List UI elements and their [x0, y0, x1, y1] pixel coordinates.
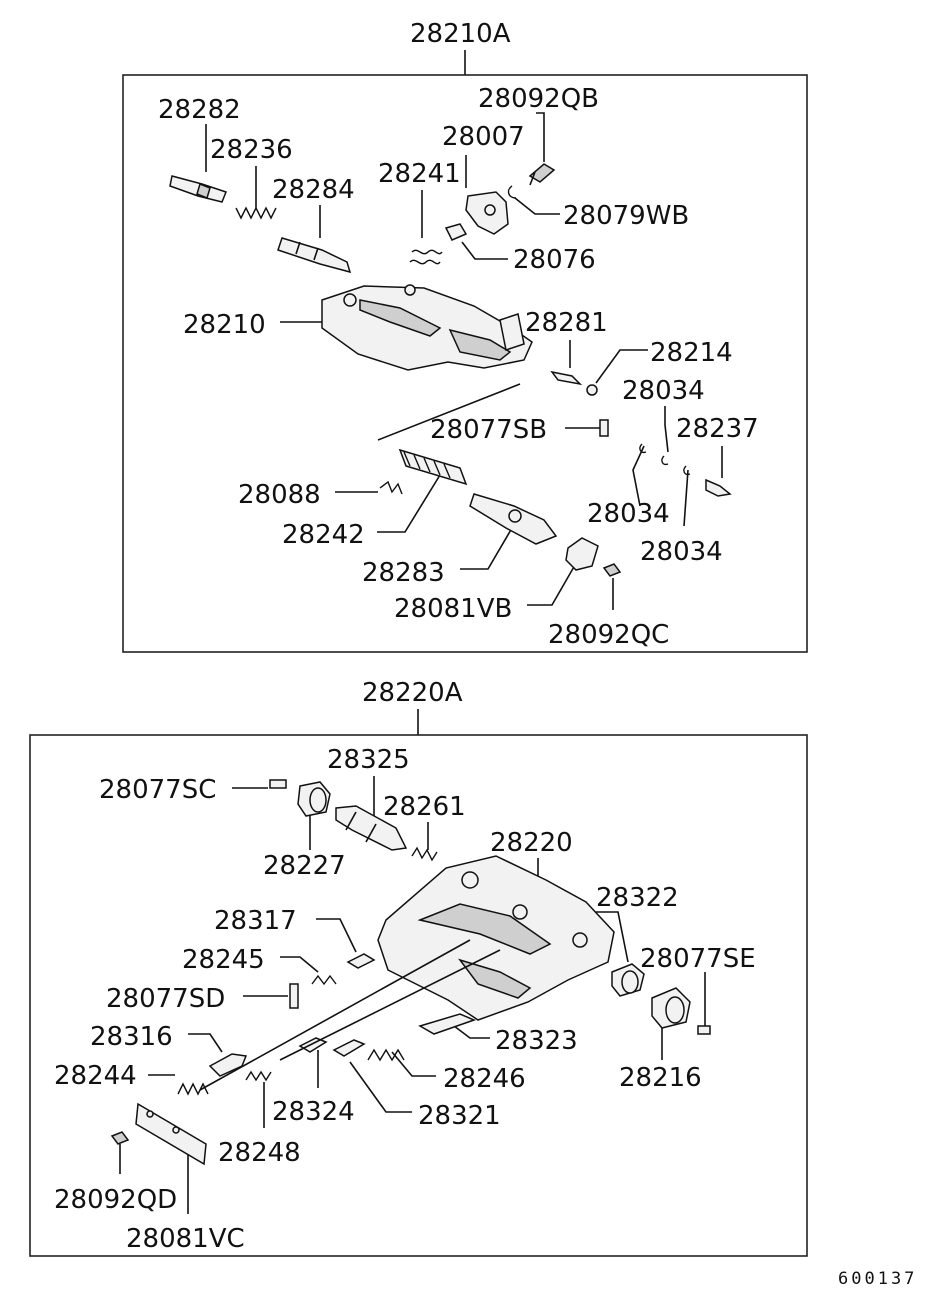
part-label-28246[interactable]: 28246: [443, 1064, 526, 1094]
part-28077sd-pin: [289, 983, 299, 1009]
part-label-28321[interactable]: 28321: [418, 1101, 501, 1131]
part-label-28316[interactable]: 28316: [90, 1022, 173, 1052]
part-label-28077sc[interactable]: 28077SC: [99, 775, 216, 805]
part-label-28216[interactable]: 28216: [619, 1063, 702, 1093]
part-28325-valve: [335, 805, 408, 851]
assembly-label-28220a[interactable]: 28220A: [362, 678, 463, 708]
part-label-28034-bottom[interactable]: 28034: [640, 537, 723, 567]
part-28317-plug: [346, 953, 376, 969]
part-28322-sleeve: [611, 963, 645, 997]
part-28077se-pin: [697, 1025, 711, 1035]
part-label-28324[interactable]: 28324: [272, 1097, 355, 1127]
part-28081vb-cover: [565, 537, 599, 571]
part-label-28210[interactable]: 28210: [183, 310, 266, 340]
part-28220-valve-body: [377, 855, 615, 1021]
part-28244-spring: [177, 1082, 209, 1096]
part-label-28079wb[interactable]: 28079WB: [563, 201, 689, 231]
leader-lines-group1: [205, 112, 723, 610]
part-28092qd-bolt: [110, 1131, 130, 1145]
part-label-28283[interactable]: 28283: [362, 558, 445, 588]
part-label-28282[interactable]: 28282: [158, 95, 241, 125]
part-28241-spring: [409, 249, 443, 265]
part-28214-ball: [586, 384, 598, 396]
part-label-28214[interactable]: 28214: [650, 338, 733, 368]
part-28282-plug: [169, 175, 227, 203]
assembly-frame-28220a: [29, 734, 808, 1257]
part-28216-sleeve: [651, 987, 691, 1029]
part-label-28322[interactable]: 28322: [596, 883, 679, 913]
part-28007-plate: [465, 191, 509, 235]
part-label-28081vb[interactable]: 28081VB: [394, 594, 512, 624]
part-28242-spring: [398, 448, 468, 486]
part-label-28241[interactable]: 28241: [378, 159, 461, 189]
part-label-28034-mid[interactable]: 28034: [587, 499, 670, 529]
part-label-28242[interactable]: 28242: [282, 520, 365, 550]
part-label-28077se[interactable]: 28077SE: [640, 944, 756, 974]
part-label-28248[interactable]: 28248: [218, 1138, 301, 1168]
part-label-28284[interactable]: 28284: [272, 175, 355, 205]
part-28092qb-bolt: [528, 163, 556, 186]
part-28245-spring: [311, 974, 337, 986]
part-28248-spring: [245, 1070, 272, 1082]
part-label-28220[interactable]: 28220: [490, 828, 573, 858]
part-label-28077sd[interactable]: 28077SD: [106, 984, 225, 1014]
part-label-28317[interactable]: 28317: [214, 906, 297, 936]
part-28323-valve: [418, 1013, 477, 1035]
part-label-28081vc[interactable]: 28081VC: [126, 1224, 245, 1254]
part-28077sc-pin: [269, 779, 287, 789]
part-28092qc-bolt: [602, 563, 622, 577]
part-label-28244[interactable]: 28244: [54, 1061, 137, 1091]
part-28210-valve-body: [321, 284, 533, 371]
part-label-28007[interactable]: 28007: [442, 122, 525, 152]
part-28237-bracket: [705, 478, 732, 497]
part-label-28034-top[interactable]: 28034: [622, 376, 705, 406]
part-label-28092qd[interactable]: 28092QD: [54, 1185, 177, 1215]
assembly-axis-line: [199, 939, 471, 1091]
part-28076-cap: [444, 223, 468, 241]
part-label-28261[interactable]: 28261: [383, 792, 466, 822]
part-28261-spring: [411, 846, 438, 862]
part-28236-spring: [235, 206, 277, 220]
assembly-frame-28210a: [122, 74, 808, 653]
part-label-28325[interactable]: 28325: [327, 745, 410, 775]
leader-lines-group2: [119, 776, 706, 1214]
part-28284-valve: [277, 237, 352, 274]
part-label-28077sb[interactable]: 28077SB: [430, 415, 547, 445]
part-label-28092qc[interactable]: 28092QC: [548, 620, 669, 650]
part-label-28281[interactable]: 28281: [525, 308, 608, 338]
part-28316-plug: [208, 1053, 248, 1077]
assembly-group-28210a: 28210A 28282 28236 28284 28241 28007 280…: [122, 19, 808, 653]
part-28227-sleeve: [297, 781, 331, 817]
part-label-28076[interactable]: 28076: [513, 245, 596, 275]
part-label-28237[interactable]: 28237: [676, 414, 759, 444]
assembly-group-28220a: 28220A 28325 28077SC 28261 28220 28227 2…: [29, 678, 808, 1257]
assembly-axis-line: [377, 383, 521, 441]
part-28077sb-pin: [599, 419, 609, 437]
part-28281-plug: [550, 370, 583, 386]
part-28034-clips: [639, 443, 691, 476]
part-28324-plug: [298, 1037, 328, 1053]
assembly-label-28210a[interactable]: 28210A: [410, 19, 511, 49]
part-label-28323[interactable]: 28323: [495, 1026, 578, 1056]
part-28079wb-clip: [507, 185, 517, 199]
part-label-28236[interactable]: 28236: [210, 135, 293, 165]
figure-number: 600137: [838, 1269, 917, 1289]
part-28321-valve: [332, 1039, 366, 1057]
part-label-28092qb[interactable]: 28092QB: [478, 84, 599, 114]
part-label-28227[interactable]: 28227: [263, 851, 346, 881]
part-28283-valve: [469, 493, 558, 545]
part-label-28088[interactable]: 28088: [238, 480, 321, 510]
part-label-28245[interactable]: 28245: [182, 945, 265, 975]
part-28088-spring: [379, 480, 403, 495]
assembly-axis-line: [279, 949, 501, 1061]
part-28246-spring: [367, 1048, 405, 1062]
part-28081vc-cover-plate: [135, 1102, 207, 1166]
